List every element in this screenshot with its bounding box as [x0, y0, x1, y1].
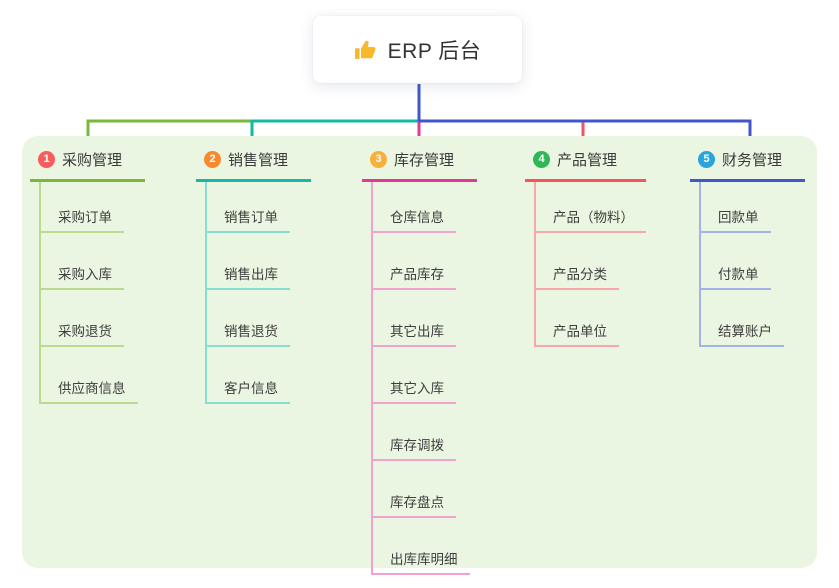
branch-title-node[interactable]: 5 财务管理 — [690, 146, 805, 182]
branch-title-node[interactable]: 4 产品管理 — [525, 146, 646, 182]
branch-title-node[interactable]: 2 销售管理 — [196, 146, 311, 182]
thumbs-up-icon-svg — [354, 40, 376, 59]
child-node[interactable]: 采购退货 — [41, 290, 124, 347]
child-node[interactable]: 回款单 — [701, 182, 771, 233]
branch-children: 采购订单 采购入库 采购退货 供应商信息 — [39, 182, 145, 404]
branch-children: 回款单 付款单 结算账户 — [699, 182, 805, 347]
branch-children: 仓库信息 产品库存 其它出库 其它入库 库存调拨 库存盘点 出库库明细 — [371, 182, 477, 575]
branch-label: 库存管理 — [394, 151, 455, 169]
child-node[interactable]: 销售出库 — [207, 233, 290, 290]
child-node[interactable]: 客户信息 — [207, 347, 290, 404]
child-node[interactable]: 产品单位 — [536, 290, 619, 347]
branch-label: 产品管理 — [557, 151, 618, 169]
child-node[interactable]: 库存调拨 — [373, 404, 456, 461]
child-node[interactable]: 出库库明细 — [373, 518, 470, 575]
branch-column: 1 采购管理 采购订单 采购入库 采购退货 供应商信息 — [30, 146, 145, 404]
branch-index-badge: 3 — [370, 150, 387, 168]
branch-column: 3 库存管理 仓库信息 产品库存 其它出库 其它入库 库存调拨 库存盘点 出库库… — [362, 146, 477, 575]
child-node[interactable]: 产品分类 — [536, 233, 619, 290]
branch-column: 5 财务管理 回款单 付款单 结算账户 — [690, 146, 805, 347]
child-node[interactable]: 产品（物料） — [536, 182, 646, 233]
child-node[interactable]: 产品库存 — [373, 233, 456, 290]
child-node[interactable]: 供应商信息 — [41, 347, 138, 404]
child-node[interactable]: 采购订单 — [41, 182, 124, 233]
thumbs-up-icon — [354, 38, 378, 62]
branch-index-badge: 1 — [38, 150, 55, 168]
child-node[interactable]: 采购入库 — [41, 233, 124, 290]
branch-index-badge: 4 — [533, 150, 550, 168]
root-node[interactable]: ERP 后台 — [313, 16, 522, 83]
branch-label: 销售管理 — [228, 151, 289, 169]
branch-title-node[interactable]: 1 采购管理 — [30, 146, 145, 182]
branch-index-badge: 5 — [698, 150, 715, 168]
branch-column: 2 销售管理 销售订单 销售出库 销售退货 客户信息 — [196, 146, 311, 404]
child-node[interactable]: 其它入库 — [373, 347, 456, 404]
branch-label: 采购管理 — [62, 151, 123, 169]
child-node[interactable]: 库存盘点 — [373, 461, 456, 518]
branch-children: 产品（物料） 产品分类 产品单位 — [534, 182, 646, 347]
branch-children: 销售订单 销售出库 销售退货 客户信息 — [205, 182, 311, 404]
child-node[interactable]: 销售订单 — [207, 182, 290, 233]
child-node[interactable]: 销售退货 — [207, 290, 290, 347]
child-node[interactable]: 结算账户 — [701, 290, 784, 347]
child-node[interactable]: 其它出库 — [373, 290, 456, 347]
root-title: ERP 后台 — [387, 39, 482, 63]
branch-label: 财务管理 — [722, 151, 783, 169]
branch-index-badge: 2 — [204, 150, 221, 168]
branch-column: 4 产品管理 产品（物料） 产品分类 产品单位 — [525, 146, 646, 347]
child-node[interactable]: 仓库信息 — [373, 182, 456, 233]
mindmap-board: 1 采购管理 采购订单 采购入库 采购退货 供应商信息 2 销售管理 销售订单 … — [22, 136, 817, 575]
branch-title-node[interactable]: 3 库存管理 — [362, 146, 477, 182]
child-node[interactable]: 付款单 — [701, 233, 771, 290]
